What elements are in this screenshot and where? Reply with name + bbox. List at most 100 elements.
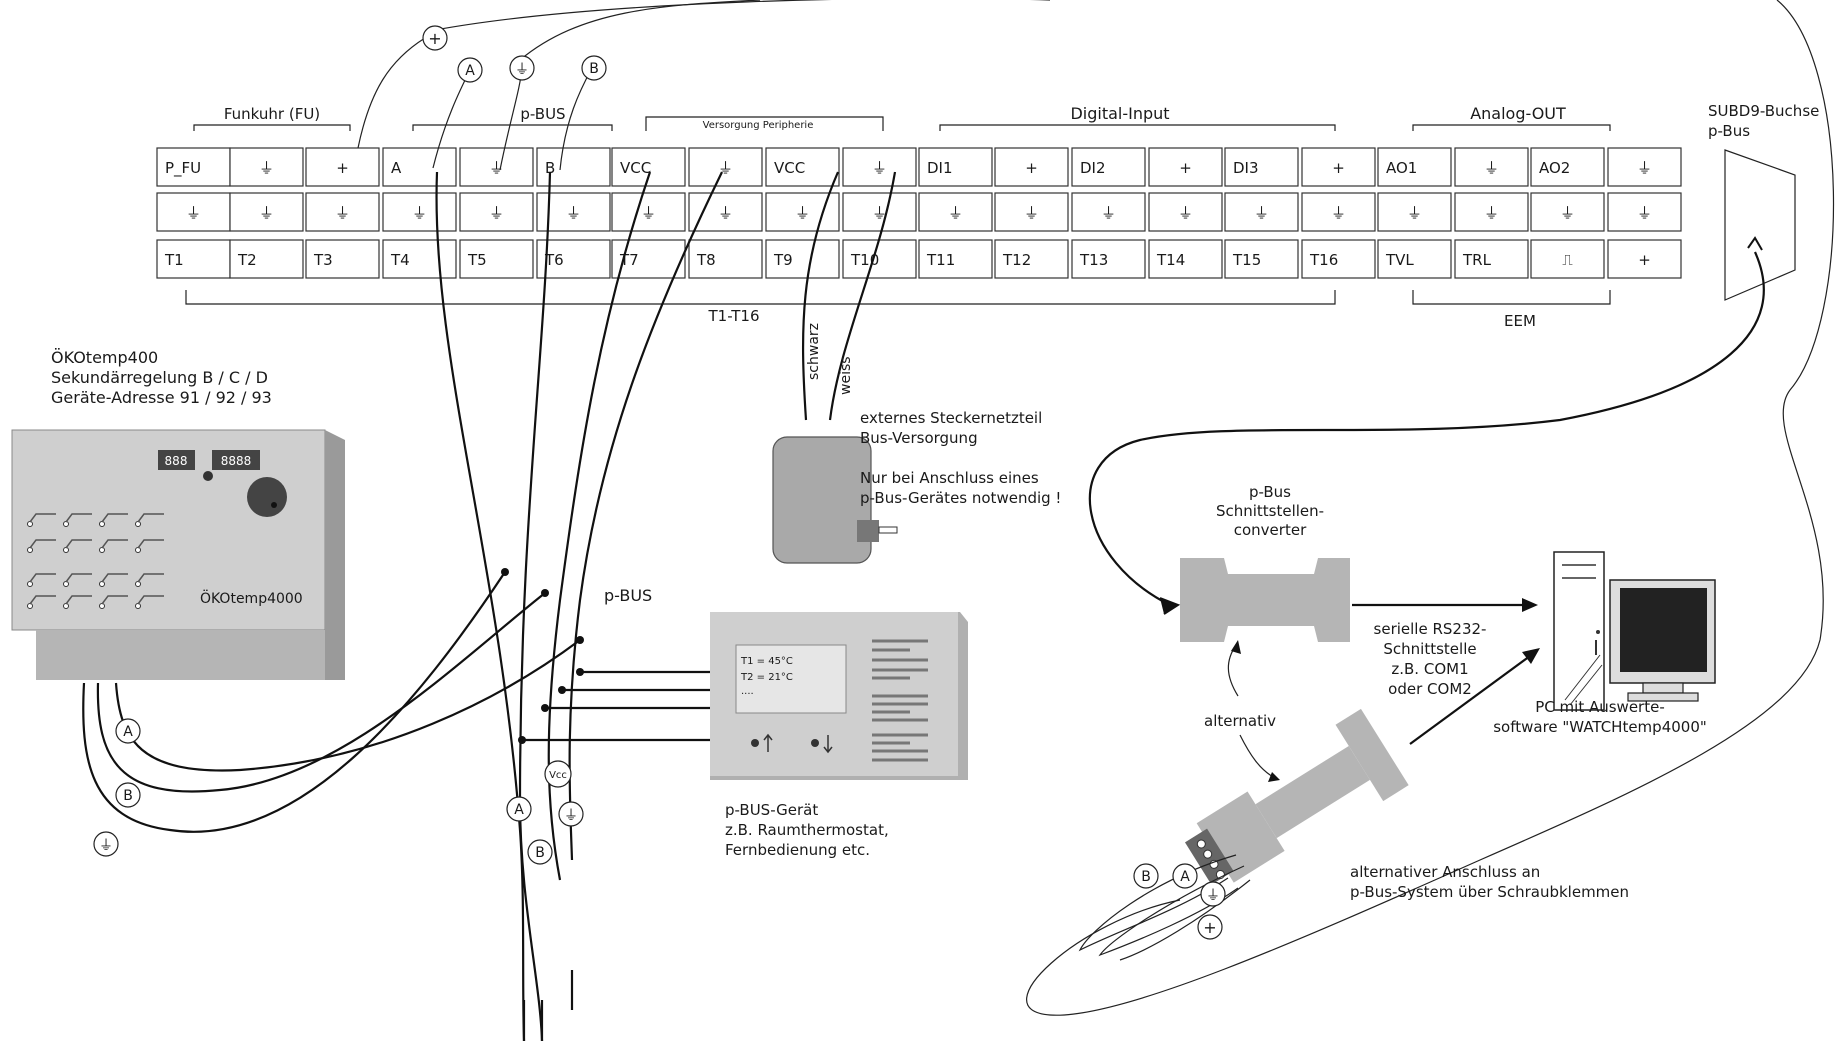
svg-text:⏚: ⏚ bbox=[1206, 888, 1220, 904]
a-circle-top: A bbox=[457, 57, 483, 83]
top-arc-line bbox=[434, 0, 1050, 31]
device-lines bbox=[522, 670, 710, 742]
terminal-label: ⏚ bbox=[872, 159, 887, 177]
arrow-to-converter bbox=[1159, 597, 1181, 615]
terminal-label: T11 bbox=[926, 251, 955, 269]
power-supply-plug bbox=[857, 520, 879, 542]
terminal-label: ⏚ bbox=[1407, 204, 1422, 222]
switch-knob bbox=[99, 521, 105, 527]
svg-text:⏚: ⏚ bbox=[564, 808, 578, 824]
switch-knob bbox=[63, 521, 69, 527]
terminal-label: ⏚ bbox=[1178, 204, 1193, 222]
psu-title: externes Steckernetzteil bbox=[860, 409, 1042, 427]
terminal-cell bbox=[1530, 239, 1605, 279]
terminal-label: ⏚ bbox=[1637, 159, 1652, 177]
switch-lever bbox=[29, 573, 56, 583]
switch-knob bbox=[135, 521, 141, 527]
group-brackets bbox=[185, 116, 1611, 305]
terminal-label: ⏚ bbox=[259, 159, 274, 177]
ground-circle-top: ⏚ bbox=[509, 55, 535, 81]
switch-knob bbox=[135, 603, 141, 609]
terminal-label: ⏚ bbox=[489, 204, 504, 222]
controller-address: Geräte-Adresse 91 / 92 / 93 bbox=[51, 388, 272, 407]
b-circle-bus: B bbox=[527, 839, 553, 865]
converter-label-1: p-Bus bbox=[1249, 483, 1291, 501]
subd-to-converter-cable bbox=[1088, 251, 1765, 606]
terminal-label: + bbox=[1025, 159, 1038, 177]
controller-title: ÖKOtemp400 bbox=[51, 348, 158, 367]
terminal-cell bbox=[156, 147, 231, 187]
terminal-cell bbox=[994, 147, 1069, 187]
device-screen-line-2: T2 = 21°C bbox=[740, 672, 793, 683]
psu-note-1: Nur bei Anschluss eines bbox=[860, 469, 1039, 487]
psu-note-2: p-Bus-Gerätes notwendig ! bbox=[860, 489, 1061, 507]
power-supply bbox=[772, 436, 872, 564]
terminal-label: T15 bbox=[1232, 251, 1261, 269]
terminal-label: ⏚ bbox=[1254, 204, 1269, 222]
alternativ-label: alternativ bbox=[1204, 712, 1276, 730]
terminal-cell bbox=[1607, 192, 1682, 232]
psu-subtitle: Bus-Versorgung bbox=[860, 429, 978, 447]
terminal-label: T13 bbox=[1079, 251, 1108, 269]
terminal-cell bbox=[765, 147, 840, 187]
switch-lever bbox=[29, 539, 56, 549]
plus-circle-alt: + bbox=[1197, 914, 1223, 940]
terminal-cell bbox=[305, 147, 380, 187]
svg-text:B: B bbox=[535, 845, 545, 861]
terminal-cell bbox=[842, 239, 917, 279]
b-circle-alt: B bbox=[1133, 863, 1159, 889]
terminal-label: ⏚ bbox=[1024, 204, 1039, 222]
switch-lever bbox=[137, 513, 164, 523]
terminal-label: + bbox=[1638, 251, 1651, 269]
terminal-label: ⏚ bbox=[1484, 204, 1499, 222]
terminal-cell bbox=[1454, 192, 1529, 232]
terminal-label: DI3 bbox=[1233, 159, 1259, 177]
device-example-2: Fernbedienung etc. bbox=[725, 841, 870, 859]
terminal-label: T8 bbox=[696, 251, 716, 269]
terminal-label: VCC bbox=[620, 159, 651, 177]
controller-panel-label: ÖKOtemp4000 bbox=[200, 589, 303, 607]
alt-connector-wires bbox=[1078, 854, 1251, 961]
terminal-label: TRL bbox=[1462, 251, 1492, 269]
terminal-label: ⏚ bbox=[872, 204, 887, 222]
terminal-label: T14 bbox=[1156, 251, 1185, 269]
terminal-cell bbox=[994, 239, 1069, 279]
terminal-cell bbox=[1530, 147, 1605, 187]
switch-knob bbox=[63, 547, 69, 553]
terminal-cell bbox=[305, 239, 380, 279]
terminal-label: DI2 bbox=[1080, 159, 1106, 177]
terminal-label: ⏚ bbox=[412, 204, 427, 222]
terminal-cell bbox=[1607, 239, 1682, 279]
range-label-eem: EEM bbox=[1504, 312, 1536, 330]
converter-label-2: Schnittstellen- bbox=[1216, 502, 1324, 520]
terminal-label: ⏚ bbox=[641, 204, 656, 222]
serial-label-2: Schnittstelle bbox=[1383, 640, 1476, 658]
terminal-label: + bbox=[1179, 159, 1192, 177]
terminal-label: ⏚ bbox=[1484, 159, 1499, 177]
terminal-cell bbox=[156, 192, 231, 232]
switch-knob bbox=[27, 521, 33, 527]
terminal-label: + bbox=[1332, 159, 1345, 177]
plus-circle-top: + bbox=[422, 25, 448, 51]
pc-label-2: software "WATCHtemp4000" bbox=[1493, 718, 1707, 736]
terminal-label: AO1 bbox=[1386, 159, 1417, 177]
terminal-cell bbox=[382, 192, 457, 232]
svg-text:A: A bbox=[514, 802, 524, 818]
a-circle-bus: A bbox=[506, 796, 532, 822]
ground-circle-bus: ⏚ bbox=[558, 801, 584, 827]
terminal-cell bbox=[1301, 192, 1376, 232]
terminal-label: T3 bbox=[313, 251, 333, 269]
terminal-cell bbox=[1301, 239, 1376, 279]
controller-device: 888 8888 ÖKOtemp4000 bbox=[11, 429, 345, 680]
vcc-circle-bus: Vcc bbox=[544, 760, 572, 788]
terminal-cell bbox=[229, 147, 304, 187]
terminal-cell bbox=[688, 147, 763, 187]
bus-cables bbox=[435, 171, 897, 1041]
device-screen-line-3: .... bbox=[741, 686, 754, 697]
svg-text:B: B bbox=[123, 788, 133, 804]
device-example: z.B. Raumthermostat, bbox=[725, 821, 889, 839]
svg-text:+: + bbox=[1203, 918, 1216, 937]
subd-label: SUBD9-Buchse bbox=[1708, 102, 1819, 120]
terminal-label: VCC bbox=[774, 159, 805, 177]
